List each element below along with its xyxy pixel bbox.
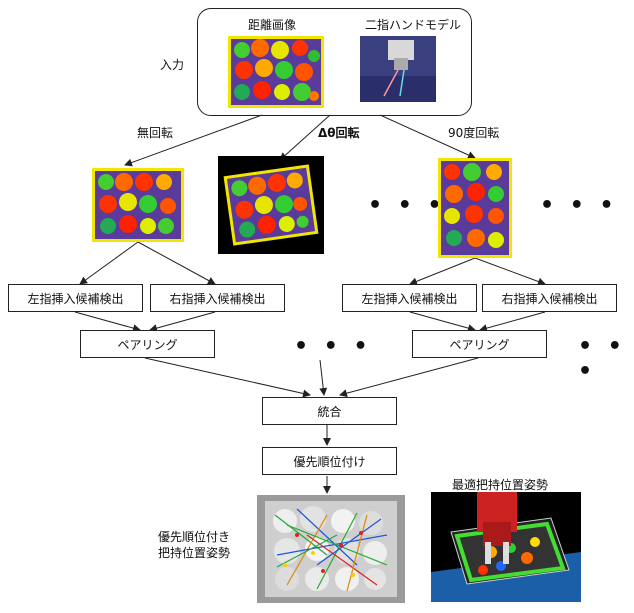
result-left-label-line2: 把持位置姿勢 xyxy=(158,546,231,560)
prioritized-grasp-image xyxy=(257,495,405,603)
priority-box: 優先順位付け xyxy=(262,447,397,475)
pairing-box-1: ペアリング xyxy=(80,330,215,358)
right-finger-detect-box-1: 右指挿入候補検出 xyxy=(150,284,285,312)
image-ninety-rotation xyxy=(438,158,512,258)
right-finger-detect-box-2: 右指挿入候補検出 xyxy=(482,284,617,312)
ellipsis-pairing-right: • • • xyxy=(578,334,626,384)
input-box xyxy=(197,8,472,116)
result-right-label: 最適把持位置姿勢 xyxy=(452,478,549,492)
image-delta-rotation xyxy=(218,156,324,254)
pairing-box-2: ペアリング xyxy=(412,330,547,358)
merge-box: 統合 xyxy=(262,397,397,425)
ellipsis-rotations-middle: • • • xyxy=(368,193,446,218)
rotation-ninety-label: 90度回転 xyxy=(448,126,500,140)
ellipsis-rotations-right: • • • xyxy=(540,193,618,218)
input-label: 入力 xyxy=(160,58,185,72)
hand-model-image xyxy=(360,36,436,102)
left-finger-detect-box-2: 左指挿入候補検出 xyxy=(342,284,477,312)
rotation-none-label: 無回転 xyxy=(137,126,174,140)
result-left-label-line1: 優先順位付き xyxy=(158,530,231,544)
image-no-rotation xyxy=(92,168,184,242)
hand-model-label: 二指ハンドモデル xyxy=(365,18,462,32)
ellipsis-pairing-middle: • • • xyxy=(294,334,372,359)
depth-image-label: 距離画像 xyxy=(248,18,297,32)
rotation-delta-label: Δθ回転 xyxy=(318,126,360,140)
optimal-grasp-image xyxy=(431,492,581,602)
left-finger-detect-box-1: 左指挿入候補検出 xyxy=(8,284,143,312)
depth-image-input xyxy=(228,36,324,108)
